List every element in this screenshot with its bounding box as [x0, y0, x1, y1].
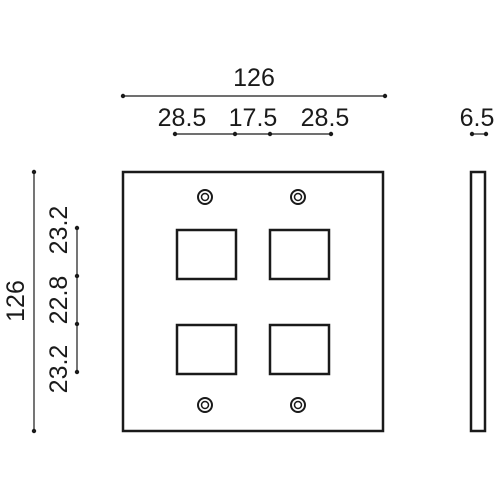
segment-bottom-label: 23.2 [45, 345, 73, 394]
port-bottom-left [175, 323, 238, 376]
segment-top-label: 23.2 [45, 206, 73, 255]
overall-height-label: 126 [2, 280, 30, 322]
segment-middle-label: 17.5 [229, 104, 278, 132]
segment-height-dimension-line [74, 225, 80, 375]
screw-bottom-right [290, 397, 306, 413]
plate-outline [121, 170, 385, 433]
thickness-label: 6.5 [460, 104, 495, 132]
segment-right-label: 28.5 [301, 104, 350, 132]
overall-height-dimension-line [31, 169, 37, 434]
thickness-dimension-line [469, 131, 489, 137]
side-view-outline [469, 170, 487, 433]
port-top-left [175, 228, 238, 281]
segment-left-label: 28.5 [158, 104, 207, 132]
port-top-right [268, 228, 331, 281]
screw-top-right [290, 189, 306, 205]
segment-width-dimension-line [172, 131, 334, 137]
port-bottom-right [268, 323, 331, 376]
screw-bottom-left [197, 397, 213, 413]
overall-width-dimension-line [120, 93, 388, 99]
screw-top-left [197, 189, 213, 205]
segment-center-label: 22.8 [45, 276, 73, 325]
overall-width-label: 126 [233, 64, 275, 92]
